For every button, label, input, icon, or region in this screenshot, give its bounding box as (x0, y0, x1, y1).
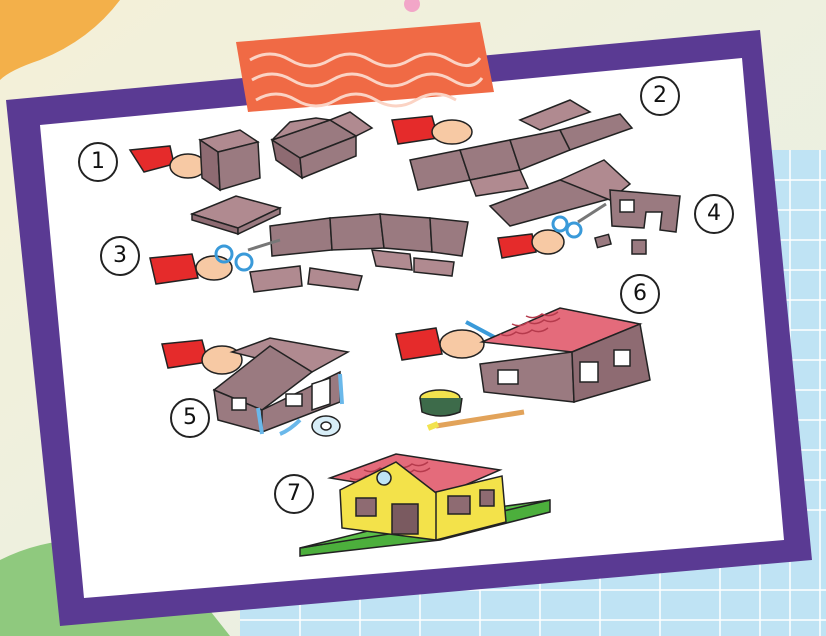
step-number-7: 7 (274, 474, 314, 514)
step-number-3: 3 (100, 236, 140, 276)
washi-tape (236, 22, 494, 112)
step-number-1: 1 (78, 142, 118, 182)
step-number-2: 2 (640, 76, 680, 116)
step-number-5: 5 (170, 398, 210, 438)
step-number-4: 4 (694, 194, 734, 234)
step-number-6: 6 (620, 274, 660, 314)
